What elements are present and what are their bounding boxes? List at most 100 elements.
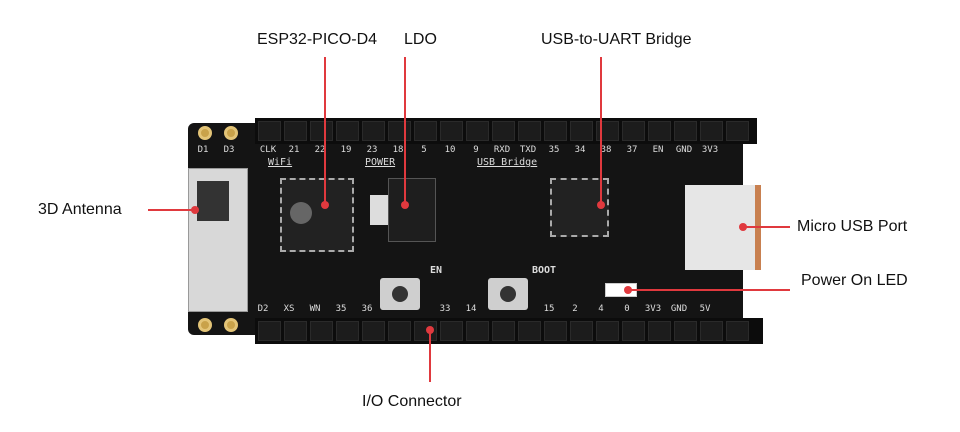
header-pin (700, 121, 723, 141)
header-pin (622, 321, 645, 341)
pad (198, 126, 212, 140)
header-pin (726, 121, 749, 141)
leader-line (600, 57, 602, 205)
pin-label: 23 (366, 145, 378, 155)
silk-power: POWER (365, 157, 396, 168)
header-pin (518, 321, 541, 341)
pin-label: 15 (543, 304, 555, 314)
header-pin (466, 121, 489, 141)
pin-label: GND (670, 304, 688, 314)
header-pin (492, 321, 515, 341)
boot-button[interactable] (488, 278, 528, 310)
pin-label: D2 (257, 304, 269, 314)
header-pin (674, 321, 697, 341)
pin-label: 21 (288, 145, 300, 155)
pin-label: 3V3 (644, 304, 662, 314)
leader-dot (401, 201, 409, 209)
header-pin (466, 321, 489, 341)
header-pin (388, 121, 411, 141)
pin-label: WN (309, 304, 321, 314)
pin-label: 36 (361, 304, 373, 314)
header-pin (336, 321, 359, 341)
pin-label: 18 (392, 145, 404, 155)
leader-line (404, 57, 406, 205)
pin-label: 37 (626, 145, 638, 155)
silk-en: EN (430, 265, 443, 276)
leader-dot (191, 206, 199, 214)
header-pin (700, 321, 723, 341)
pin-label: 38 (600, 145, 612, 155)
leader-line (628, 289, 790, 291)
pin-label: 14 (465, 304, 477, 314)
silk-boot: BOOT (532, 265, 557, 276)
3d-antenna (188, 168, 248, 312)
leader-line (148, 209, 195, 211)
header-pin (674, 121, 697, 141)
header-pin (648, 121, 671, 141)
header-pin (492, 121, 515, 141)
ldo-tab (370, 195, 390, 225)
pin-label: XS (283, 304, 295, 314)
pin-label: 0 (624, 304, 630, 314)
header-pin (310, 121, 333, 141)
callout-3d-antenna: 3D Antenna (38, 201, 122, 218)
leader-dot (321, 201, 329, 209)
header-pin (544, 121, 567, 141)
pin-label: TXD (519, 145, 537, 155)
pin-label: EN (652, 145, 664, 155)
pin-label: 19 (340, 145, 352, 155)
leader-line (743, 226, 790, 228)
ldo-regulator (388, 178, 436, 242)
header-pin (310, 321, 333, 341)
pin-label: 34 (574, 145, 586, 155)
pin-label: 33 (439, 304, 451, 314)
top-header (255, 118, 757, 144)
pin-label: 4 (598, 304, 604, 314)
pin-label: 35 (335, 304, 347, 314)
leader-dot (624, 286, 632, 294)
header-pin (284, 121, 307, 141)
header-pin (284, 321, 307, 341)
esp32-chip (280, 178, 354, 252)
header-pin (336, 121, 359, 141)
header-pin (388, 321, 411, 341)
pad (198, 318, 212, 332)
leader-dot (739, 223, 747, 231)
header-pin (414, 121, 437, 141)
bottom-header (255, 318, 763, 344)
pin-label: CLK (259, 145, 277, 155)
pad (224, 126, 238, 140)
leader-dot (597, 201, 605, 209)
pin-label: RXD (493, 145, 511, 155)
pin-label: D1 (197, 145, 209, 155)
header-pin (726, 321, 749, 341)
pin-label: GND (675, 145, 693, 155)
pin-label: 5 (421, 145, 427, 155)
header-pin (362, 121, 385, 141)
pad (224, 318, 238, 332)
silk-wifi: WiFi (268, 157, 293, 168)
en-button[interactable] (380, 278, 420, 310)
header-pin (570, 321, 593, 341)
callout-esp32-pico-d4: ESP32-PICO-D4 (257, 31, 378, 48)
header-pin (544, 321, 567, 341)
callout-io-connector: I/O Connector (362, 393, 462, 410)
silk-usb-bridge: USB Bridge (477, 157, 538, 168)
pin-label: 9 (473, 145, 479, 155)
header-pin (570, 121, 593, 141)
header-pin (440, 321, 463, 341)
pin-label: 2 (572, 304, 578, 314)
callout-usb-to-uart-bridge: USB-to-UART Bridge (541, 31, 692, 48)
pin-label: 10 (444, 145, 456, 155)
top-pad-labels: D1 D3 (190, 145, 242, 155)
callout-ldo: LDO (404, 31, 437, 48)
pin-label: D3 (223, 145, 235, 155)
header-pin (596, 321, 619, 341)
callout-power-on-led: Power On LED (801, 272, 908, 289)
callout-micro-usb-port: Micro USB Port (797, 218, 908, 235)
header-pin (258, 121, 281, 141)
pin-label: 3V3 (701, 145, 719, 155)
header-pin (258, 321, 281, 341)
